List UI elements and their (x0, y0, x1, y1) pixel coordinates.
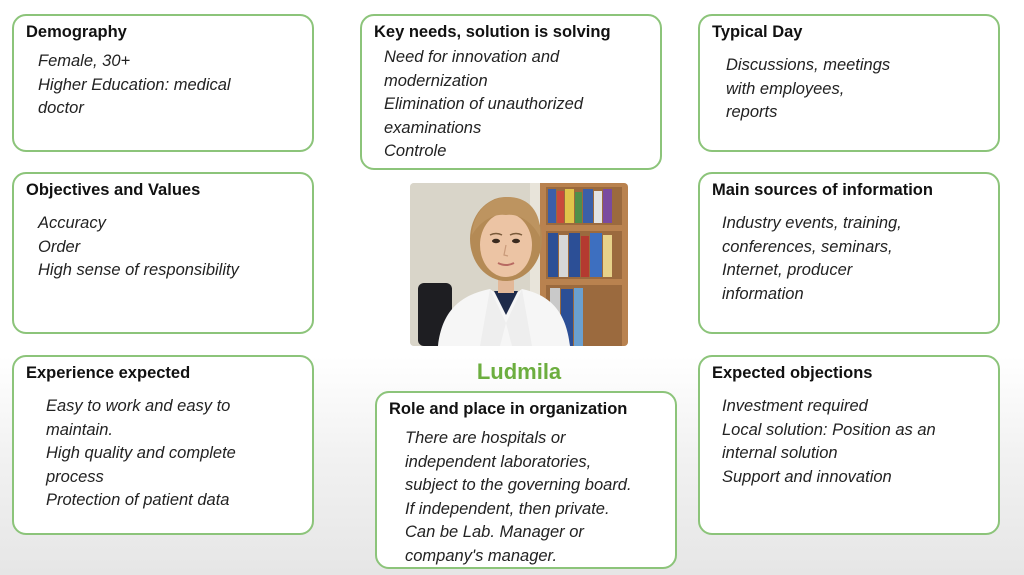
list-item: with employees, (726, 79, 845, 98)
sources-title: Main sources of information (712, 181, 933, 199)
typical-day-list: Discussions, meetings with employees, re… (712, 54, 986, 125)
list-item: examinations (384, 118, 482, 137)
list-item: Support and innovation (722, 467, 892, 486)
typical-day-card: Typical Day Discussions, meetings with e… (698, 14, 1000, 152)
experience-card: Experience expected Easy to work and eas… (12, 355, 314, 535)
list-item: reports (726, 103, 778, 121)
list-item: If independent, then private. (405, 499, 610, 518)
objectives-list: Accuracy Order High sense of responsibil… (26, 212, 300, 283)
key-needs-list: Need for innovation and modernization El… (374, 46, 648, 164)
list-item: maintain. (46, 420, 113, 439)
list-item: Internet, producer (722, 261, 853, 279)
list-item: doctor (38, 99, 84, 117)
list-item: modernization (384, 71, 488, 90)
list-item: Need for innovation and (384, 48, 560, 66)
list-item: Discussions, meetings (726, 56, 891, 74)
list-item: Order (38, 237, 81, 256)
persona-name: Ludmila (476, 359, 562, 384)
list-item: Industry events, training, (722, 214, 902, 232)
list-item: Protection of patient data (46, 491, 230, 509)
demography-title: Demography (26, 23, 127, 41)
sources-card: Main sources of information Industry eve… (698, 172, 1000, 334)
key-needs-title: Key needs, solution is solving (374, 23, 611, 41)
list-item: internal solution (722, 444, 838, 462)
list-item: Female, 30+ (38, 52, 131, 70)
role-title: Role and place in organization (389, 400, 628, 418)
typical-day-title: Typical Day (712, 23, 803, 41)
experience-list: Easy to work and easy to maintain. High … (26, 395, 300, 513)
list-item: company's manager. (405, 546, 558, 565)
list-item: Local solution: Position as an (722, 420, 936, 439)
list-item: Controle (384, 142, 447, 160)
list-item: High sense of responsibility (38, 261, 239, 279)
list-item: information (722, 284, 804, 303)
key-needs-card: Key needs, solution is solving Need for … (360, 14, 662, 170)
list-item: Easy to work and easy to (46, 397, 231, 415)
objections-card: Expected objections Investment required … (698, 355, 1000, 535)
sources-list: Industry events, training, conferences, … (712, 212, 986, 306)
list-item: There are hospitals or (405, 429, 566, 447)
role-card: Role and place in organization There are… (375, 391, 677, 569)
list-item: process (46, 467, 104, 486)
role-list: There are hospitals or independent labor… (389, 427, 663, 568)
experience-title: Experience expected (26, 364, 191, 382)
objections-title: Expected objections (712, 364, 873, 382)
person-portrait-icon (410, 183, 628, 346)
objections-list: Investment required Local solution: Posi… (712, 395, 986, 489)
demography-list: Female, 30+ Higher Education: medical do… (26, 50, 300, 121)
list-item: Accuracy (38, 214, 106, 232)
demography-card: Demography Female, 30+ Higher Education:… (12, 14, 314, 152)
list-item: subject to the governing board. (405, 476, 632, 494)
list-item: High quality and complete (46, 444, 236, 462)
list-item: Elimination of unauthorized (384, 95, 584, 113)
list-item: conferences, seminars, (722, 237, 893, 256)
persona-photo (410, 183, 628, 346)
list-item: independent laboratories, (405, 452, 592, 471)
objectives-title: Objectives and Values (26, 181, 201, 199)
list-item: Can be Lab. Manager or (405, 523, 584, 541)
list-item: Higher Education: medical (38, 75, 231, 94)
list-item: Investment required (722, 397, 868, 415)
objectives-card: Objectives and Values Accuracy Order Hig… (12, 172, 314, 334)
